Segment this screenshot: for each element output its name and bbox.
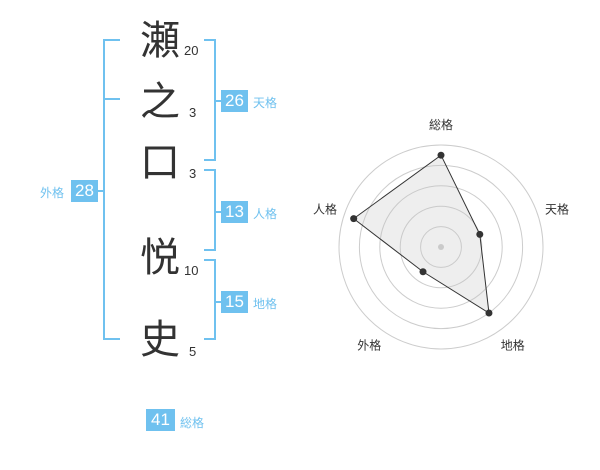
gaikaku-label: 外格 <box>40 186 65 200</box>
radar-ring <box>399 205 483 289</box>
stroke-count-5: 5 <box>189 344 197 359</box>
radar-axis-label-5: 人格 <box>313 201 337 216</box>
radar-ring <box>420 226 462 268</box>
radar-axis-label-1: 総格 <box>429 117 453 132</box>
radar-axis-label-2: 天格 <box>545 201 569 216</box>
gaikaku-bracket <box>103 39 120 340</box>
radar-ring <box>379 185 503 309</box>
chikaku-badge: 15 <box>221 291 248 313</box>
radar-series-area <box>352 154 490 314</box>
soukaku-label: 総格 <box>180 416 205 430</box>
radar-ring <box>338 144 544 350</box>
tenkaku-badge: 26 <box>221 90 248 112</box>
radar-point-1 <box>437 151 445 159</box>
name-char-2: 之 <box>140 79 180 125</box>
jinkaku-badge: 13 <box>221 201 248 223</box>
radar-point-4 <box>419 268 427 276</box>
radar-ring <box>358 164 524 330</box>
stroke-count-4: 10 <box>184 263 199 278</box>
radar-point-3 <box>485 309 493 317</box>
gaikaku-badge: 28 <box>71 180 98 202</box>
name-char-4: 悦 <box>140 235 180 281</box>
soukaku-badge: 41 <box>146 409 175 431</box>
stroke-count-1: 20 <box>184 43 199 58</box>
stroke-count-3: 3 <box>189 166 197 181</box>
jinkaku-bracket <box>204 169 216 251</box>
chikaku-label: 地格 <box>253 297 278 311</box>
radar-axis-label-3: 地格 <box>501 338 525 353</box>
tenkaku-label: 天格 <box>253 96 278 110</box>
chikaku-bracket <box>204 259 216 340</box>
radar-axis-label-4: 外格 <box>357 338 381 353</box>
name-char-3: 口 <box>140 140 180 186</box>
radar-center-dot <box>438 244 444 250</box>
jinkaku-label: 人格 <box>253 207 278 221</box>
name-char-5: 史 <box>140 317 180 363</box>
radar-point-5 <box>350 215 358 223</box>
stroke-count-2: 3 <box>189 105 197 120</box>
name-char-1: 瀬 <box>140 18 180 64</box>
radar-point-2 <box>476 230 484 238</box>
